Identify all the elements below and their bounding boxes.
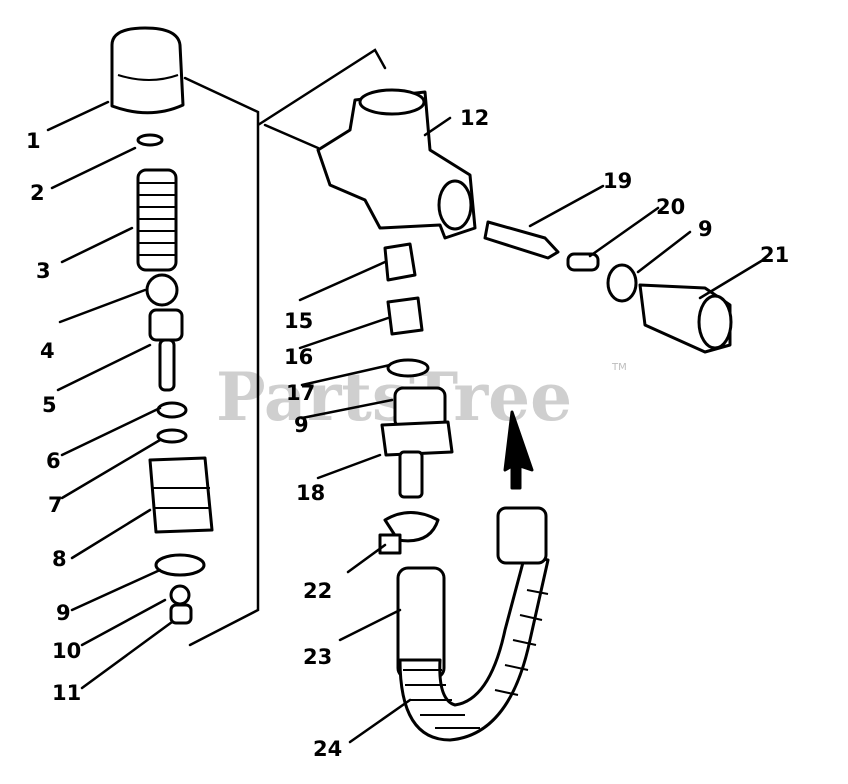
part-1-cap xyxy=(110,26,185,115)
callout-9-right: 9 xyxy=(698,217,713,241)
callout-16: 16 xyxy=(284,345,313,369)
part-9-oring-right xyxy=(606,263,638,303)
part-21-plug xyxy=(638,283,733,354)
part-4-ball xyxy=(145,273,179,307)
part-3-spring xyxy=(136,168,178,272)
callout-5: 5 xyxy=(42,393,57,417)
part-8-fitting xyxy=(148,456,214,534)
callout-8: 8 xyxy=(52,547,67,571)
part-11-seat xyxy=(169,603,193,625)
part-22-clamp xyxy=(378,511,440,555)
callout-21: 21 xyxy=(760,243,789,267)
part-7-oring xyxy=(156,428,188,444)
callout-19: 19 xyxy=(603,169,632,193)
callout-3: 3 xyxy=(36,259,51,283)
callout-6: 6 xyxy=(46,449,61,473)
callout-9-middle: 9 xyxy=(294,413,309,437)
callout-17: 17 xyxy=(286,381,315,405)
callout-10: 10 xyxy=(52,639,81,663)
callout-4: 4 xyxy=(40,339,55,363)
callout-7: 7 xyxy=(48,493,63,517)
callout-9-left: 9 xyxy=(56,601,71,625)
part-6-ring xyxy=(156,401,188,419)
part-17-oring xyxy=(386,358,430,378)
leader-lines xyxy=(46,100,765,744)
callout-18: 18 xyxy=(296,481,325,505)
part-9-oring xyxy=(154,553,206,577)
callout-12: 12 xyxy=(460,106,489,130)
callout-15: 15 xyxy=(284,309,313,333)
callout-24: 24 xyxy=(313,737,342,761)
part-18-fitting xyxy=(380,386,454,499)
part-12-valve-body xyxy=(316,88,477,240)
part-2-washer xyxy=(136,133,164,147)
callout-11: 11 xyxy=(52,681,81,705)
part-24-hose xyxy=(398,506,550,742)
part-16-seal xyxy=(386,296,424,336)
callout-1: 1 xyxy=(26,129,41,153)
callout-23: 23 xyxy=(303,645,332,669)
part-20-spring xyxy=(566,252,600,272)
part-19-pin xyxy=(483,220,560,260)
part-5-plunger xyxy=(148,308,184,392)
part-10-ball xyxy=(169,584,191,606)
direction-arrow xyxy=(503,410,534,490)
assembly-bracket xyxy=(183,48,387,647)
callout-22: 22 xyxy=(303,579,332,603)
callout-2: 2 xyxy=(30,181,45,205)
part-15-cap xyxy=(383,242,417,282)
callout-20: 20 xyxy=(656,195,685,219)
watermark-trademark: TM xyxy=(611,362,627,373)
